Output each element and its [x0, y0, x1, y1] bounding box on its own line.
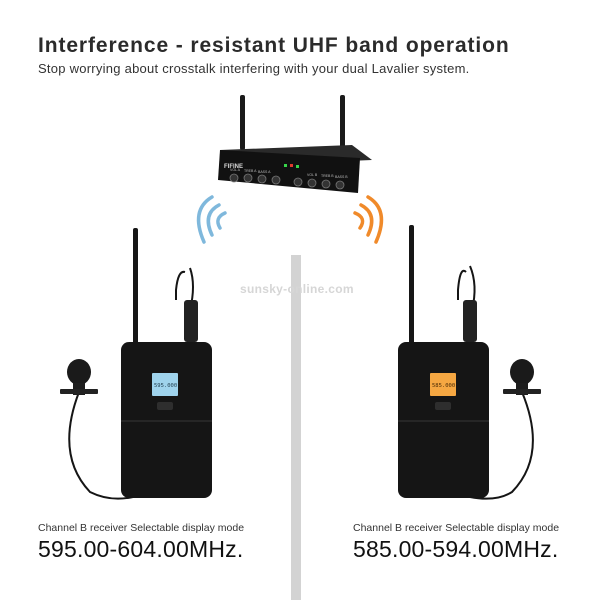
receiver-led-a	[284, 164, 287, 167]
left-pack-antenna	[133, 228, 138, 346]
right-pack-antenna	[409, 225, 414, 347]
right-bodypack: 585.000	[398, 225, 489, 498]
knob-label: BASS B	[335, 175, 348, 179]
knob-label: VOL A	[230, 168, 241, 172]
receiver-knobs	[229, 173, 345, 190]
left-pack-connector	[184, 300, 198, 342]
left-bodypack: 595.000	[121, 228, 212, 498]
knob-label: BASS A	[258, 170, 271, 174]
receiver-led-b	[296, 165, 299, 168]
left-pack-display	[152, 373, 178, 396]
right-pack-display	[430, 373, 456, 396]
right-frequency-range: 585.00-594.00MHz.	[353, 536, 559, 562]
receiver-unit: FIFINE VOL A TREB A BASS A VOL B TREB B …	[218, 95, 372, 193]
left-pack-display-text: 595.000	[154, 383, 177, 389]
receiver-led-power	[290, 164, 293, 167]
right-pack-connector	[463, 300, 477, 342]
page-title: Interference - resistant UHF band operat…	[38, 34, 510, 57]
receiver-brand-logo: FIFINE	[224, 164, 243, 170]
right-pack-button	[435, 402, 451, 410]
left-frequency-range: 595.00-604.00MHz.	[38, 536, 244, 562]
receiver-antenna-right	[340, 95, 345, 150]
right-lavalier-mic	[469, 359, 541, 500]
knob-label: VOL B	[307, 173, 318, 177]
receiver-antenna-left	[240, 95, 245, 150]
page-subtitle: Stop worrying about crosstalk interferin…	[38, 61, 470, 76]
left-pack-button	[157, 402, 173, 410]
watermark: sunsky-online.com	[240, 282, 354, 296]
right-signal-icon	[353, 195, 384, 244]
center-divider	[291, 255, 301, 600]
knob-label: TREB A	[244, 169, 257, 173]
knob-label: TREB B	[321, 174, 334, 178]
left-signal-icon	[196, 195, 227, 244]
left-lavalier-mic	[60, 359, 134, 500]
right-pack-display-text: 585.000	[432, 383, 455, 389]
left-caption: Channel B receiver Selectable display mo…	[38, 522, 245, 534]
right-caption: Channel B receiver Selectable display mo…	[353, 522, 560, 534]
